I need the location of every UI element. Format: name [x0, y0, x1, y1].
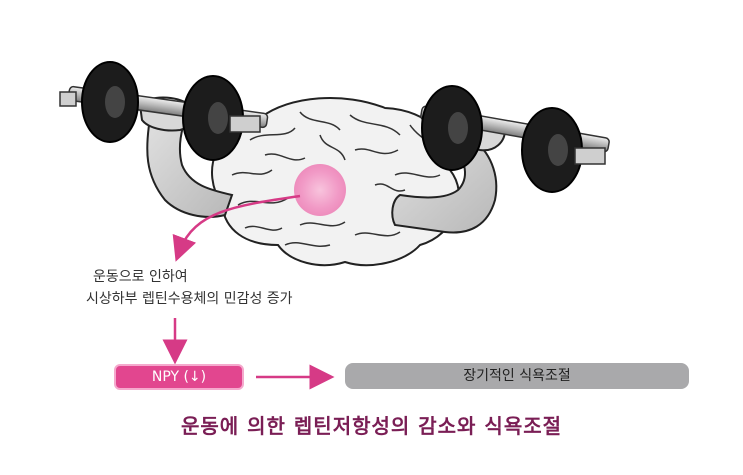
- right-dumbbell-icon: [420, 85, 610, 193]
- longterm-appetite-box: 장기적인 식욕조절: [345, 363, 689, 389]
- npy-box: NPY (↓): [114, 364, 244, 390]
- hypothalamus-highlight: [294, 164, 346, 216]
- left-dumbbell-icon: [59, 61, 269, 161]
- caption-line-2: 시상하부 렙틴수용체의 민감성 증가: [86, 291, 293, 307]
- caption-line-1: 운동으로 인하여: [93, 269, 188, 285]
- diagram-title: 운동에 의한 렙틴저항성의 감소와 식욕조절: [180, 414, 563, 438]
- arrow-icon: [172, 194, 301, 262]
